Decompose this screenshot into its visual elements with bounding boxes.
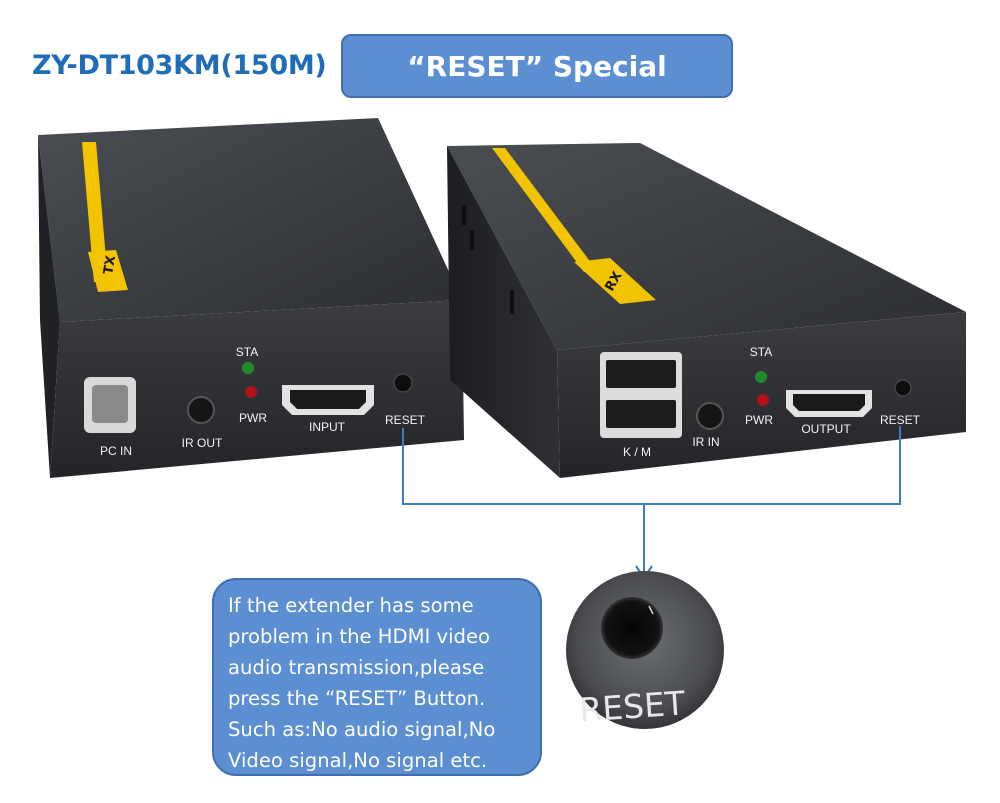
label-ir-out: IR OUT (182, 436, 223, 450)
rx-unit: RX (447, 143, 966, 478)
label-tx-sta: STA (236, 345, 258, 359)
reset-instructions-callout: If the extender has some problem in the … (212, 578, 542, 776)
label-rx-sta: STA (750, 345, 772, 359)
rx-side-label-stripe: RX (492, 148, 656, 304)
label-input: INPUT (309, 420, 346, 434)
tx-badge: TX (101, 254, 119, 275)
callout-line: Video signal,No signal etc. (228, 749, 488, 772)
label-pc-in: PC IN (100, 444, 132, 458)
label-km: K / M (623, 445, 651, 459)
label-ir-in: IR IN (692, 435, 719, 449)
label-rx-reset: RESET (880, 413, 921, 427)
label-tx-reset: RESET (385, 413, 426, 427)
rx-pwr-led (757, 394, 769, 406)
tx-side-label-stripe: TX (82, 142, 128, 292)
label-output: OUTPUT (801, 422, 851, 436)
reset-zoom-detail: RESET (566, 571, 724, 730)
reset-hole-icon (601, 597, 663, 659)
rx-reset-button (894, 379, 912, 397)
ir-out-jack (187, 396, 215, 424)
product-photo: TX RX (38, 118, 966, 508)
zoom-reset-label: RESET (578, 683, 687, 729)
tx-unit: TX (38, 118, 464, 478)
tx-reset-button (393, 373, 413, 393)
ir-in-jack (696, 402, 724, 430)
headline-banner: “RESET” Special Function (341, 34, 733, 145)
reset-connector-lines (402, 426, 901, 508)
callout-line: Such as:No audio signal,No (228, 718, 496, 741)
model-title: ZY-DT103KM(150M) (32, 50, 327, 81)
callout-line: If the extender has some (228, 594, 474, 617)
callout-line: press the “RESET” Button. (228, 687, 486, 710)
rx-sta-led (755, 371, 767, 383)
sta-led (242, 362, 254, 374)
callout-line: problem in the HDMI video (228, 625, 491, 648)
callout-line: audio transmission,please (228, 656, 485, 679)
label-rx-pwr: PWR (745, 413, 773, 427)
pwr-led (245, 386, 257, 398)
label-tx-pwr: PWR (239, 411, 267, 425)
